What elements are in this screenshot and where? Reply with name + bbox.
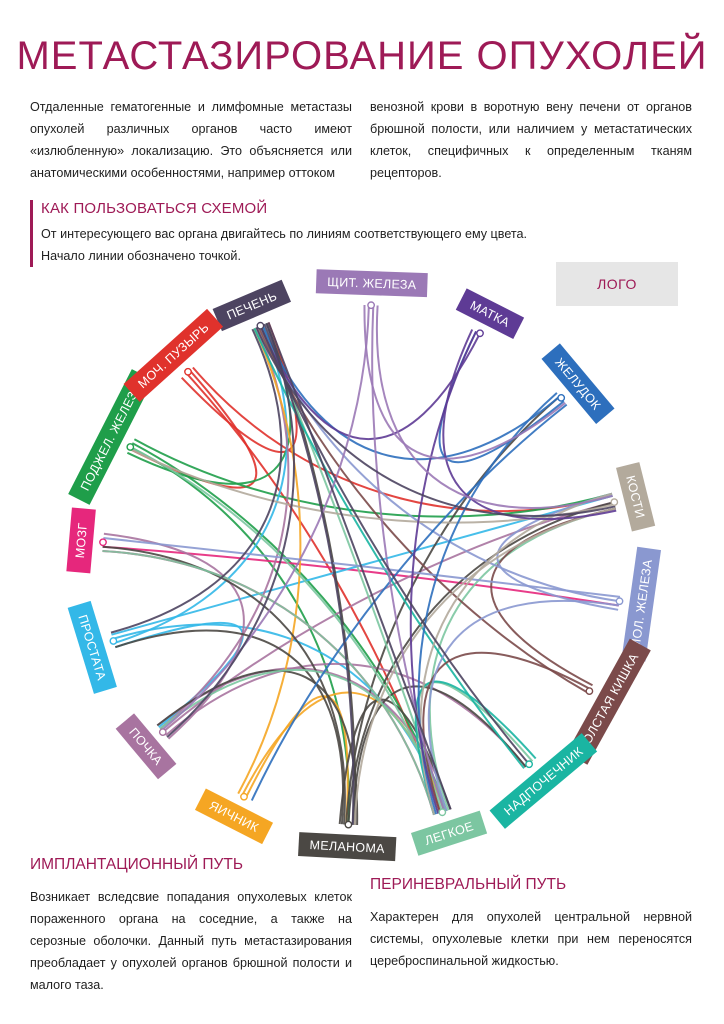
organ-label-melanoma: МЕЛАНОМА	[309, 838, 385, 856]
organ-band-ovary	[194, 788, 274, 845]
organ-band-liver	[212, 279, 292, 332]
implantation-heading: ИМПЛАНТАЦИОННЫЙ ПУТЬ	[30, 856, 244, 873]
link-uterus-to-lung	[409, 330, 477, 814]
organ-segment-prostate[interactable]: ПРОСТАТА	[67, 600, 117, 694]
how-to-use-heading: КАК ПОЛЬЗОВАТЬСЯ СХЕМОЙ	[41, 200, 268, 217]
link-colon-to-lung	[422, 651, 591, 814]
link-start-dot-bones	[610, 498, 619, 506]
intro-text-left: Отдаленные гематогенные и лимфомные мета…	[30, 100, 352, 180]
link-melanoma-to-bones	[347, 501, 615, 825]
link-uterus-to-bones	[442, 329, 617, 520]
organ-segment-bladder[interactable]: МОЧ. ПУЗЫРЬ	[123, 308, 224, 402]
link-stomach-to-ovary	[250, 403, 568, 801]
link-liver-to-prostate	[110, 328, 283, 634]
link-liver-to-kidney	[166, 322, 295, 738]
link-lung-to-brain	[102, 550, 435, 816]
organ-band-brain	[66, 507, 96, 574]
link-melanoma-to-adrenal	[351, 685, 527, 825]
link-adrenal-to-liver	[253, 327, 525, 769]
link-stomach-to-uterus	[438, 330, 565, 464]
link-adrenal-to-lung	[414, 680, 537, 816]
link-thyroid-to-kidney	[160, 305, 370, 732]
organ-band-colon	[566, 638, 651, 765]
link-melanoma-to-brain	[102, 545, 346, 825]
link-melanoma-to-kidney	[156, 669, 359, 826]
organ-band-prostate	[67, 600, 117, 694]
link-kidney-to-adrenal	[165, 662, 527, 768]
how-to-use-block: КАК ПОЛЬЗОВАТЬСЯ СХЕМОЙ От интересующего…	[30, 200, 581, 267]
organ-segment-liver[interactable]: ПЕЧЕНЬ	[212, 279, 292, 332]
implantation-section: ИМПЛАНТАЦИОННЫЙ ПУТЬ Возникает вследсвие…	[30, 856, 352, 996]
organ-label-bladder: МОЧ. ПУЗЫРЬ	[135, 320, 211, 391]
link-uterus-to-liver	[259, 325, 481, 440]
organ-label-brain: МОЗГ	[73, 522, 90, 559]
perineural-section: ПЕРИНЕВРАЛЬНЫЙ ПУТЬ Характерен для опухо…	[370, 876, 692, 972]
link-prostate-to-lung	[112, 623, 446, 812]
link-thyroid-to-lung	[371, 305, 446, 812]
link-start-dot-adrenal	[525, 760, 533, 769]
link-start-dot-uterus	[476, 329, 484, 338]
organ-label-colon: ТОЛСТАЯ КИШКА	[576, 651, 641, 753]
organ-segment-adrenal[interactable]: НАДПОЧЕЧНИК	[489, 733, 598, 829]
link-start-dot-liver	[256, 321, 265, 330]
organ-label-thyroid: ЩИТ. ЖЕЛЕЗА	[327, 275, 417, 292]
organ-band-bladder	[123, 308, 224, 402]
perineural-heading: ПЕРИНЕВРАЛЬНЫЙ ПУТЬ	[370, 876, 567, 893]
link-start-dot-ovary	[240, 792, 248, 801]
link-liver-to-bones	[255, 326, 616, 517]
organ-band-melanoma	[298, 832, 397, 862]
link-start-dot-prostate	[109, 637, 118, 645]
link-start-dot-bladder	[184, 367, 192, 376]
links-layer	[99, 301, 624, 829]
link-start-dot-brain	[99, 538, 107, 547]
organ-segment-ovary[interactable]: ЯИЧНИК	[194, 788, 274, 845]
perineural-text: Характерен для опухолей центральной нерв…	[370, 910, 692, 968]
link-liver-to-lung	[267, 322, 452, 810]
organ-band-thyroid	[315, 269, 428, 298]
organ-band-kidney	[115, 713, 177, 780]
link-start-dot-thyroid	[367, 301, 375, 310]
organ-segment-melanoma[interactable]: МЕЛАНОМА	[298, 832, 397, 862]
link-start-dot-stomach	[557, 393, 566, 402]
organ-band-lung	[410, 810, 488, 856]
how-to-use-line-1: От интересующего вас органа двигайтесь п…	[41, 227, 528, 241]
organ-band-adrenal	[489, 733, 598, 829]
link-melanoma-to-prostate	[114, 629, 345, 825]
intro-text-right: венозной крови в воротную вену печени от…	[370, 100, 692, 180]
organ-band-pancreas	[68, 369, 154, 505]
organ-label-pancreas: ПОДЖЕЛ. ЖЕЛЕЗА	[78, 381, 144, 493]
link-start-dot-melanoma	[344, 820, 353, 829]
organ-segment-bones[interactable]: КОСТИ	[616, 462, 656, 532]
page-title: МЕТАСТАЗИРОВАНИЕ ОПУХОЛЕЙ	[16, 34, 708, 78]
link-start-dot-kidney	[158, 728, 167, 736]
organ-band-stomach	[541, 343, 615, 424]
link-thyroid-to-stomach	[363, 304, 566, 460]
link-liver-to-adrenal	[259, 325, 530, 765]
link-start-dot-pancreas	[126, 443, 135, 451]
organ-segment-uterus[interactable]: МАТКА	[455, 288, 525, 340]
link-thyroid-to-bones	[375, 305, 613, 509]
implantation-text: Возникает вследсвие попадания опухолевых…	[30, 890, 352, 992]
link-breast-to-lung	[427, 599, 619, 812]
organ-segment-thyroid[interactable]: ЩИТ. ЖЕЛЕЗА	[315, 269, 428, 298]
logo-placeholder: ЛОГО	[556, 262, 678, 306]
organ-segment-lung[interactable]: ЛЕГКОЕ	[410, 810, 488, 856]
organ-band-uterus	[455, 288, 525, 340]
organ-segment-brain[interactable]: МОЗГ	[66, 507, 96, 574]
link-start-dot-lung	[438, 808, 447, 817]
link-start-dot-breast	[615, 597, 624, 606]
organ-band-breast	[621, 546, 662, 662]
link-ovary-to-liver	[237, 327, 302, 795]
organ-band-bones	[616, 462, 656, 532]
link-start-dot-colon	[585, 687, 594, 695]
how-to-use-line-2: Начало линии обозначено точкой.	[41, 249, 241, 263]
link-bones-to-melanoma	[353, 507, 617, 825]
